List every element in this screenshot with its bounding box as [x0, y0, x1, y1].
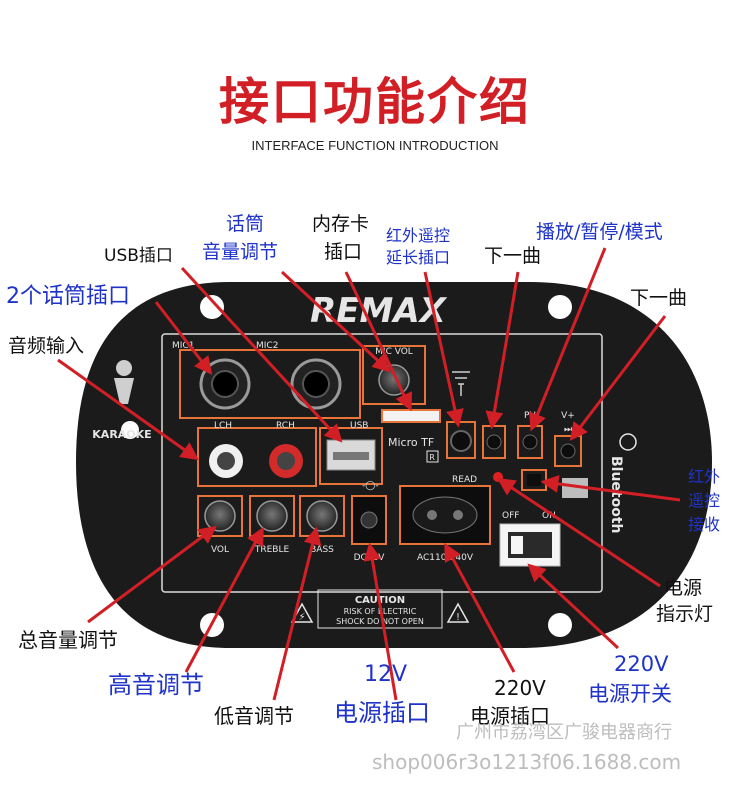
arrow-bass [272, 526, 322, 701]
vol-label: VOL [211, 545, 229, 555]
read-label: READ [452, 475, 477, 485]
mic-vol-label: MIC VOL [375, 347, 413, 357]
arrow-ir-extension [423, 271, 464, 428]
label-master-volume: 总音量调节 [18, 628, 118, 652]
label-treble-adjust: 高音调节 [108, 671, 204, 699]
label-ir-extension: 延长插口 [386, 248, 451, 267]
arrow-treble [184, 526, 264, 673]
page-title: 接口功能介绍 [219, 73, 531, 131]
label-usb-port: USB插口 [104, 246, 173, 266]
caution-box [317, 589, 443, 629]
bluetooth-label: Bluetooth [608, 456, 624, 534]
label-memory-card: 内存卡 [312, 213, 370, 235]
label-bass-adjust: 低音调节 [214, 704, 294, 728]
label-mic-volume: 话筒 [226, 213, 265, 235]
label-power-switch: 220V [614, 652, 669, 676]
label-next-track-right: 下一曲 [630, 287, 688, 309]
arrow-power-indicator [496, 478, 661, 588]
ir-extension-jack [450, 430, 472, 452]
karaoke-logo-icon [114, 360, 134, 404]
treble-knob [256, 500, 288, 532]
label-memory-card: 插口 [324, 241, 363, 263]
label-ir-receiver: 红外 [688, 467, 721, 486]
ac-label: AC110-240V [417, 553, 474, 563]
screw-hole [548, 613, 572, 637]
dc-label: DC12V [354, 553, 386, 563]
arrow-two-mic [154, 301, 213, 375]
bass-knob [306, 500, 338, 532]
board-frame [161, 333, 603, 593]
label-audio-input: 音频输入 [8, 335, 85, 357]
label-mic-volume: 音量调节 [202, 241, 279, 263]
warning-icon [446, 602, 470, 623]
brand-logo: REMAX [310, 291, 448, 331]
micro-tf-slot [381, 409, 441, 423]
ir-receiver [527, 474, 541, 486]
mic-jack-outline [179, 349, 361, 419]
label-power-switch: 电源开关 [588, 682, 672, 706]
page-subtitle: INTERFACE FUNCTION INTRODUCTION [251, 138, 499, 153]
mic1-label: MIC1 [172, 341, 194, 351]
caution-line-2: SHOCK DO NOT OPEN [336, 617, 424, 626]
watermark-shop-name: 广州市荔湾区广骏电器商行 [456, 722, 672, 743]
arrow-mic-volume [280, 270, 391, 373]
treble-knob-outline [249, 495, 295, 537]
label-ac-power: 电源插口 [470, 704, 550, 728]
arrow-play-pause [529, 247, 607, 432]
label-ir-extension: 红外遥控 [386, 226, 451, 245]
label-power-indicator: 指示灯 [656, 603, 714, 625]
label-power-indicator: 电源 [664, 577, 703, 599]
karaoke-label: KARAOKE [92, 428, 151, 441]
svg-text:⚡: ⚡ [298, 612, 305, 623]
rch-label: RCH [276, 421, 295, 431]
screw-hole [200, 295, 224, 319]
mic2-label: MIC2 [256, 341, 278, 351]
tf-mark: R [429, 453, 435, 462]
vol-knob-outline [197, 495, 243, 537]
arrow-dc-power [363, 542, 398, 701]
label-ir-receiver: 遥控 [688, 491, 721, 510]
arrow-next-right [569, 315, 667, 441]
label-dc-power: 12V [364, 662, 408, 687]
usb-outline [319, 427, 383, 485]
btn-vplus-label: V+ [561, 411, 575, 421]
arrow-next-top [485, 271, 520, 430]
btn-next-outline [554, 435, 582, 467]
dc-polarity: -◯- [362, 481, 379, 491]
label-play-pause-mode: 播放/暂停/模式 [536, 221, 663, 243]
bass-knob-outline [299, 495, 345, 537]
watermark-shop-url: shop006r3o1213f06.1688.com [372, 750, 682, 774]
lch-label: LCH [214, 421, 232, 431]
screw-hole [121, 421, 139, 439]
screw-hole [548, 295, 572, 319]
side-connector [562, 478, 588, 498]
label-ac-power: 220V [494, 676, 546, 700]
treble-label: TREBLE [254, 545, 290, 555]
mic-vol-outline [362, 345, 426, 405]
btn-next-glyph: ⏭ [564, 425, 572, 435]
on-label: ON [542, 511, 556, 521]
off-label: OFF [502, 511, 519, 521]
label-two-mic-jacks: 2个话筒插口 [6, 284, 130, 309]
label-ir-receiver: 接收 [688, 515, 721, 534]
arrow-master-volume [87, 525, 217, 624]
bass-label: BASS [310, 545, 334, 555]
arrow-memory-card [344, 271, 413, 412]
usb-label: USB [350, 421, 368, 431]
arrow-power-switch [527, 563, 620, 650]
arrow-ir-receiver [540, 474, 681, 502]
antenna-icon [452, 371, 470, 396]
micro-tf-label: Micro TF [388, 436, 434, 449]
mic-vol-knob [378, 364, 410, 396]
label-next-track-top: 下一曲 [484, 245, 542, 267]
arrow-ac-power [444, 542, 516, 673]
arrow-audio-input [57, 358, 199, 461]
arrow-usb [180, 266, 343, 443]
vol-knob [204, 500, 236, 532]
label-dc-power: 电源插口 [334, 699, 430, 727]
bluetooth-icon [619, 433, 637, 451]
svg-text:!: ! [456, 612, 460, 623]
